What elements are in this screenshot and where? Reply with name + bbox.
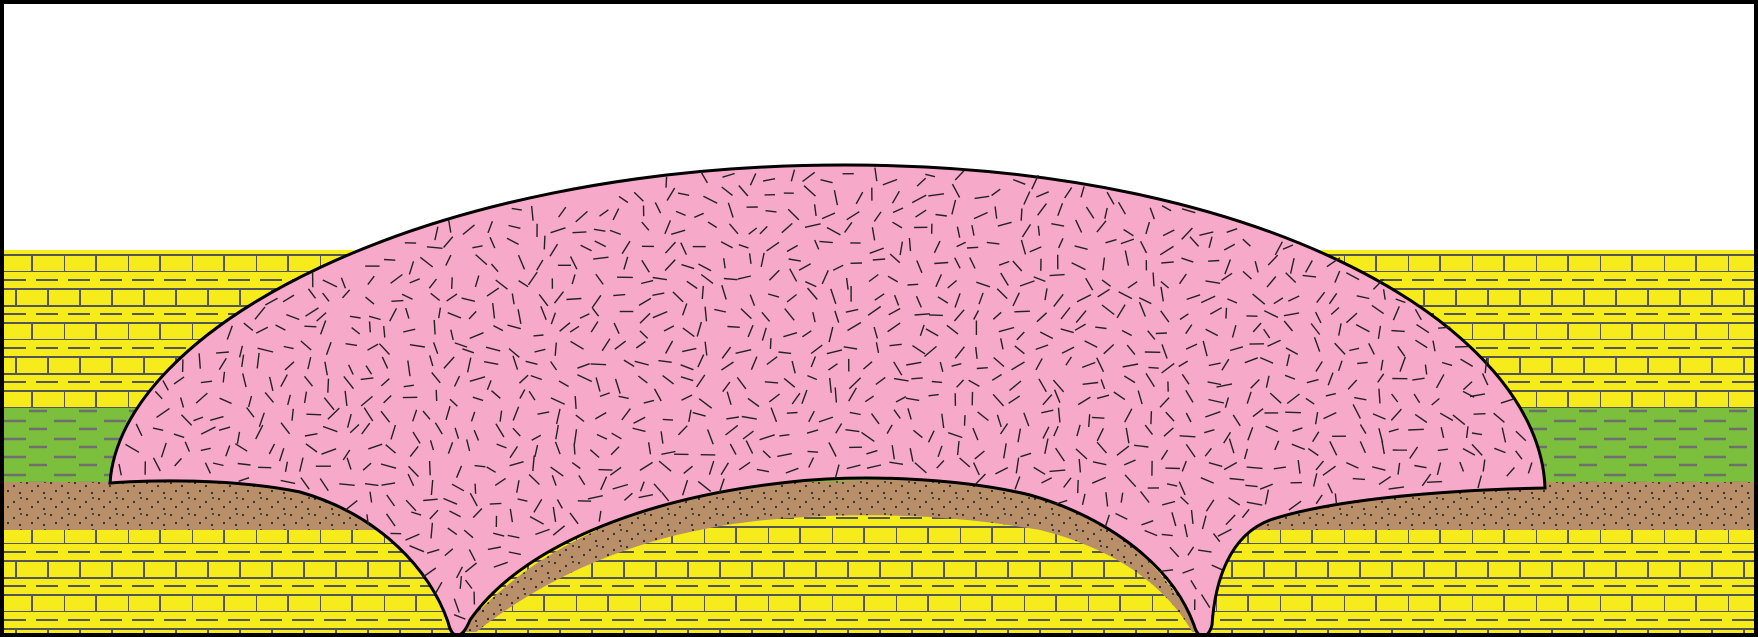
intrusion-tick	[613, 295, 625, 296]
intrusion-tick	[727, 327, 739, 328]
intrusion-tick	[306, 414, 321, 415]
intrusion-tick	[934, 263, 948, 264]
intrusion-tick	[1149, 367, 1159, 368]
intrusion-tick	[932, 382, 942, 383]
intrusion-tick	[533, 335, 543, 336]
intrusion-tick	[1092, 417, 1105, 418]
intrusion-tick	[328, 379, 329, 393]
intrusion-tick	[591, 364, 607, 365]
intrusion-tick	[1153, 273, 1154, 287]
intrusion-tick	[490, 503, 502, 504]
intrusion-tick	[1180, 436, 1196, 437]
intrusion-tick	[1014, 311, 1030, 312]
intrusion-tick	[965, 415, 966, 426]
intrusion-tick	[929, 315, 943, 316]
intrusion-tick	[908, 284, 919, 285]
intrusion-tick	[566, 299, 581, 300]
intrusion-tick	[391, 301, 403, 302]
intrusion-tick	[808, 451, 819, 452]
intrusion-tick	[430, 461, 431, 475]
intrusion-tick	[544, 236, 545, 250]
intrusion-tick	[1089, 414, 1090, 427]
intrusion-tick	[452, 277, 453, 289]
intrusion-tick	[1151, 411, 1152, 424]
intrusion-tick	[304, 326, 316, 327]
intrusion-tick	[967, 247, 978, 248]
intrusion-tick	[1427, 482, 1442, 483]
intrusion-tick	[1353, 479, 1365, 480]
intrusion-tick	[702, 286, 703, 299]
intrusion-tick	[1438, 327, 1450, 328]
intrusion-tick	[1078, 480, 1079, 493]
intrusion-tick	[663, 419, 673, 420]
intrusion-tick	[1226, 308, 1227, 319]
intrusion-tick	[1156, 333, 1167, 334]
intrusion-tick	[434, 320, 435, 335]
intrusion-tick	[1285, 412, 1301, 413]
intrusion-tick	[370, 321, 371, 332]
intrusion-tick	[575, 396, 576, 409]
intrusion-tick	[1021, 208, 1022, 220]
intrusion-tick	[666, 177, 667, 188]
intrusion-tick	[573, 232, 587, 233]
intrusion-tick	[977, 368, 988, 369]
intrusion-tick	[598, 470, 612, 471]
intrusion-tick	[384, 260, 395, 261]
intrusion-tick	[574, 443, 575, 454]
intrusion-tick	[873, 259, 885, 260]
intrusion-tick	[1391, 331, 1404, 332]
intrusion-tick	[436, 390, 437, 401]
intrusion-tick	[475, 484, 476, 494]
intrusion-tick	[1208, 261, 1219, 262]
intrusion-tick	[1050, 275, 1065, 276]
intrusion-tick	[787, 413, 798, 414]
intrusion-tick	[911, 378, 922, 379]
intrusion-tick	[1474, 414, 1486, 415]
intrusion-tick	[1408, 429, 1424, 430]
intrusion-tick	[770, 338, 771, 349]
